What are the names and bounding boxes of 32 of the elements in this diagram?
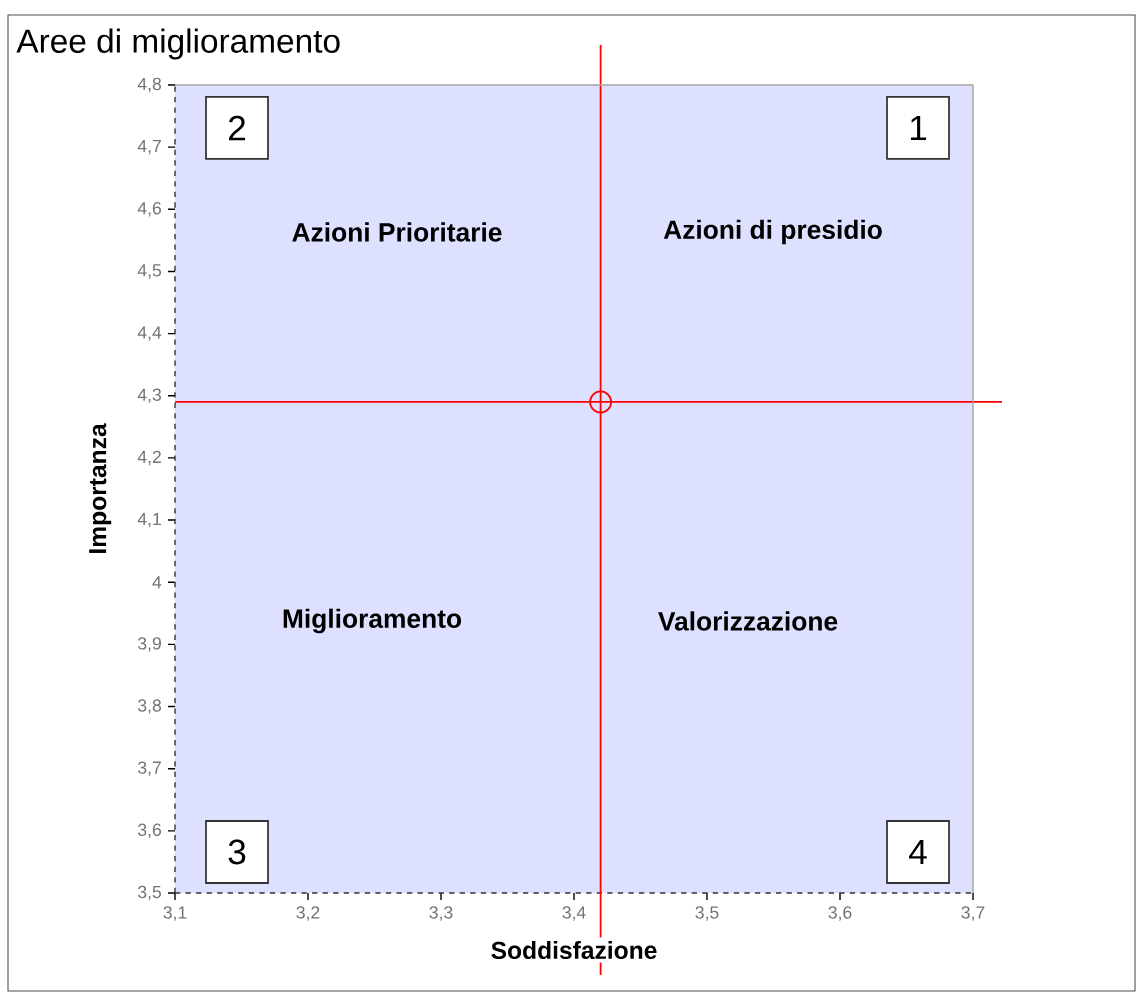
y-tick-label: 3,7 bbox=[138, 761, 161, 776]
y-tick-label: 4,6 bbox=[137, 202, 161, 217]
y-tick-label: 3,5 bbox=[138, 885, 162, 901]
y-tick-label: 3,8 bbox=[138, 699, 161, 714]
chart-title: Aree di miglioramento bbox=[16, 28, 340, 60]
y-tick-label: 4,7 bbox=[137, 139, 161, 155]
y-tick-label: 4,3 bbox=[137, 388, 161, 404]
x-tick-label: 3,1 bbox=[163, 906, 187, 921]
y-tick-label: 3,9 bbox=[138, 637, 161, 652]
y-tick-label: 4,4 bbox=[137, 326, 162, 341]
y-tick-label: 4,1 bbox=[137, 512, 161, 528]
y-tick-label: 4 bbox=[152, 576, 162, 589]
y-axis-title: Importanza bbox=[89, 423, 112, 553]
x-tick-label: 3,5 bbox=[695, 906, 719, 921]
x-axis-title: Soddisfazione bbox=[491, 941, 657, 960]
x-tick-label: 3,3 bbox=[429, 906, 453, 921]
x-tick-label: 3,7 bbox=[961, 906, 985, 921]
quadrant-number-box: 2 bbox=[205, 96, 269, 160]
x-tick-label: 3,6 bbox=[828, 906, 852, 921]
quadrant-label: Azioni Prioritarie bbox=[292, 222, 502, 242]
x-tick-label: 3,2 bbox=[296, 906, 320, 921]
y-tick-label: 3,6 bbox=[138, 823, 161, 839]
quadrant-number-box: 1 bbox=[886, 96, 950, 160]
quadrant-number-box: 4 bbox=[886, 820, 950, 884]
quadrant-number-box: 3 bbox=[205, 820, 269, 884]
quadrant-label: Miglioramento bbox=[283, 608, 462, 634]
y-tick-label: 4,8 bbox=[137, 77, 161, 93]
quadrant-label: Azioni di presidio bbox=[663, 219, 882, 245]
quadrant-label: Valorizzazione bbox=[658, 611, 838, 631]
y-tick-label: 4,5 bbox=[137, 264, 162, 279]
x-tick-label: 3,4 bbox=[562, 906, 586, 921]
y-tick-label: 4,2 bbox=[137, 450, 161, 466]
